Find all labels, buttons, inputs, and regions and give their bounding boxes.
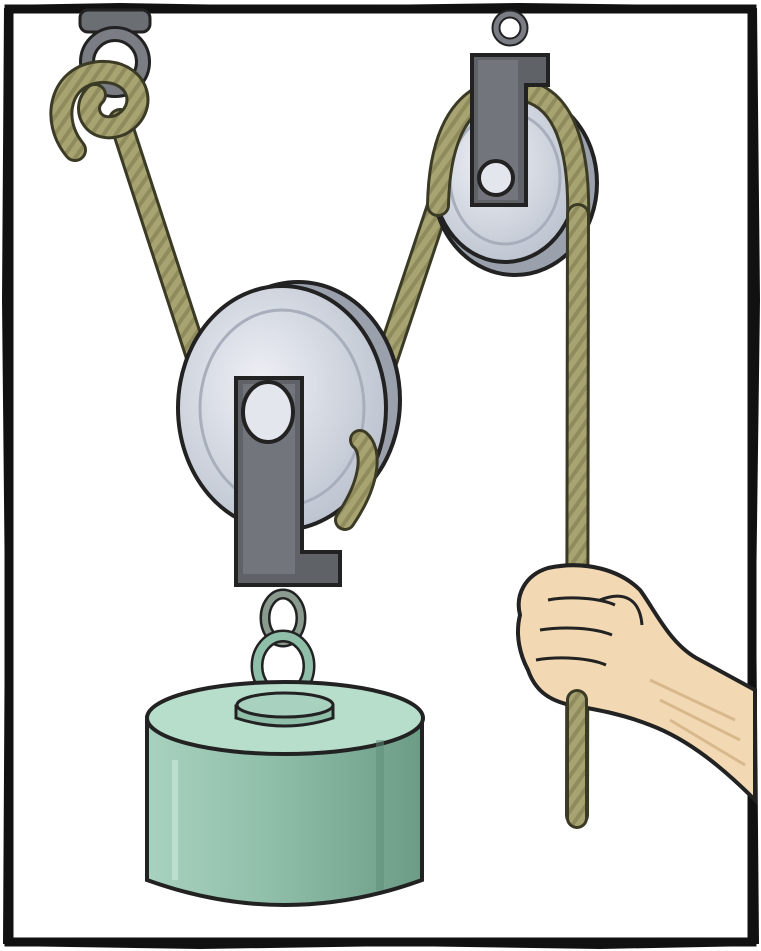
weight-block xyxy=(147,682,423,905)
weight-boss xyxy=(237,693,333,717)
movable-pulley-axle xyxy=(243,382,293,442)
fixed-pulley-axle xyxy=(479,161,513,195)
